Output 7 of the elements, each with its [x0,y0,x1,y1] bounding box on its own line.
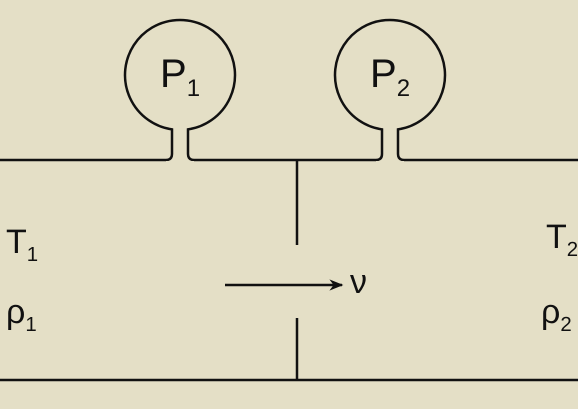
symbol-label: T$_{2}$ [546,217,578,263]
bulb-label: P$_{2}$ [370,51,410,104]
symbol-label: ρ$_{1}$ [6,292,37,338]
symbol-label: ρ$_{2}$ [541,292,572,338]
symbol-label: T$_{1}$ [6,222,38,268]
bulb-label: P$_{1}$ [160,51,200,104]
symbol-label: ν [350,262,367,302]
